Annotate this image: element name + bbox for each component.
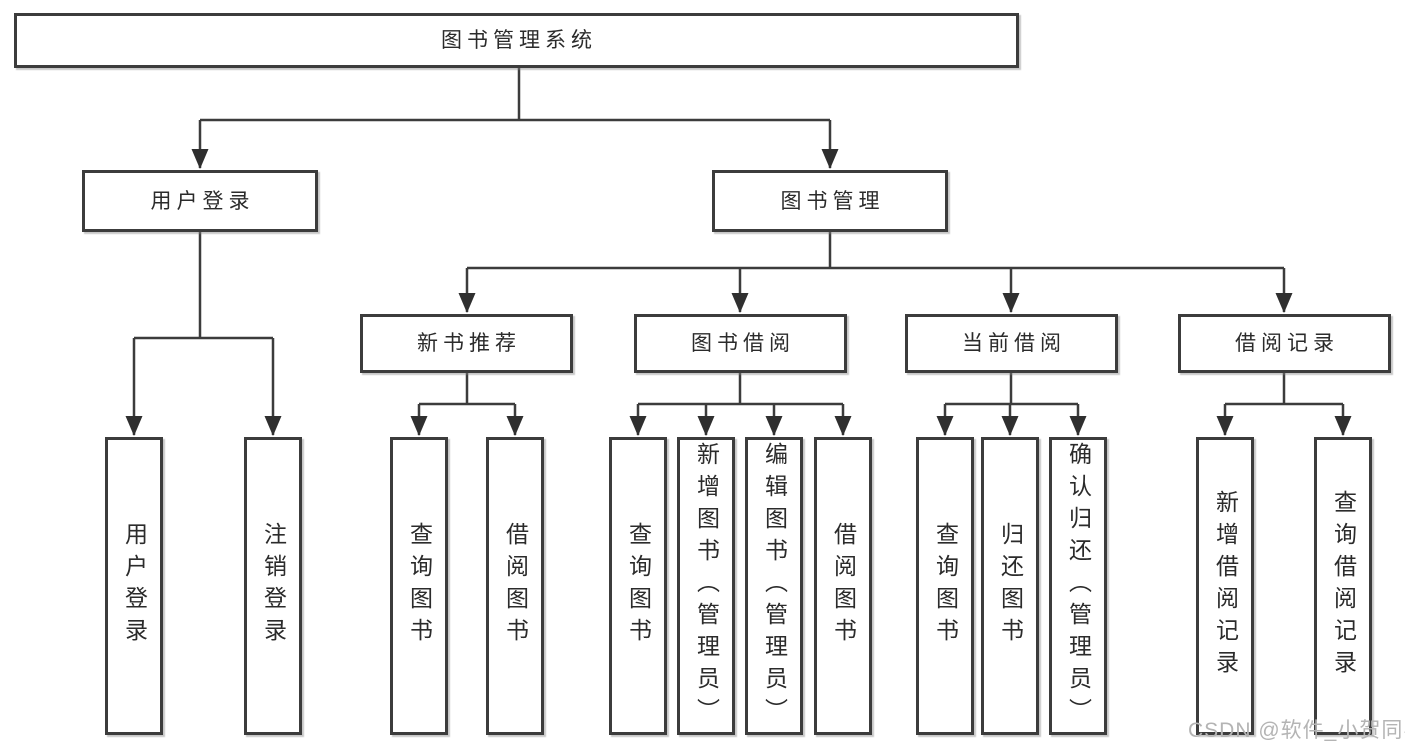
node-book-borrow: 图书借阅 [634,314,847,373]
node-library-system: 图书管理系统 [14,13,1019,68]
node-label: 用户登录 [121,522,148,650]
node-label: 编辑图书（管理员） [761,442,788,730]
leaf-borrow-book: 借阅图书 [814,437,872,735]
book-mgmt-split-line [467,232,1284,270]
node-borrow-record: 借阅记录 [1178,314,1391,373]
leaf-newbook-query: 查询图书 [390,437,448,735]
node-current-borrow: 当前借阅 [905,314,1118,373]
node-label: 确认归还（管理员） [1065,442,1092,730]
node-label: 查询图书 [406,522,433,650]
node-label: 当前借阅 [962,332,1066,355]
leaf-current-confirm-admin: 确认归还（管理员） [1049,437,1107,735]
node-user-login: 用户登录 [82,170,318,232]
node-label: 图书管理 [780,189,885,213]
leaf-record-add: 新增借阅记录 [1196,437,1254,735]
node-label: 注销登录 [260,522,287,650]
node-label: 新增借阅记录 [1212,490,1239,682]
leaf-newbook-borrow: 借阅图书 [486,437,544,735]
leaf-current-query: 查询图书 [916,437,974,735]
node-label: 借阅记录 [1235,332,1339,355]
new-book-split-line [419,373,515,406]
node-label: 查询图书 [932,522,959,650]
node-label: 归还图书 [997,522,1024,650]
root-split-line [200,68,830,122]
node-label: 借阅图书 [502,522,529,650]
node-new-book-recommend: 新书推荐 [360,314,573,373]
borrow-record-split-line [1225,373,1343,406]
node-label: 用户登录 [150,189,255,213]
user-login-split-line [134,232,273,340]
leaf-record-query: 查询借阅记录 [1314,437,1372,735]
csdn-watermark: CSDN @软件_小贺同学 [1188,719,1405,742]
node-label: 查询图书 [625,522,652,650]
leaf-borrow-add-admin: 新增图书（管理员） [677,437,735,735]
leaf-logout: 注销登录 [244,437,302,735]
node-label: 新增图书（管理员） [693,442,720,730]
leaf-borrow-edit-admin: 编辑图书（管理员） [745,437,803,735]
current-borrow-split-line [945,373,1078,406]
book-borrow-split-line [638,373,843,406]
node-label: 查询借阅记录 [1330,490,1357,682]
leaf-current-return: 归还图书 [981,437,1039,735]
leaf-user-login: 用户登录 [105,437,163,735]
node-label: 借阅图书 [830,522,857,650]
node-label: 图书借阅 [691,332,795,355]
node-book-management: 图书管理 [712,170,948,232]
leaf-borrow-query: 查询图书 [609,437,667,735]
node-label: 新书推荐 [417,332,521,355]
node-label: 图书管理系统 [441,29,597,52]
